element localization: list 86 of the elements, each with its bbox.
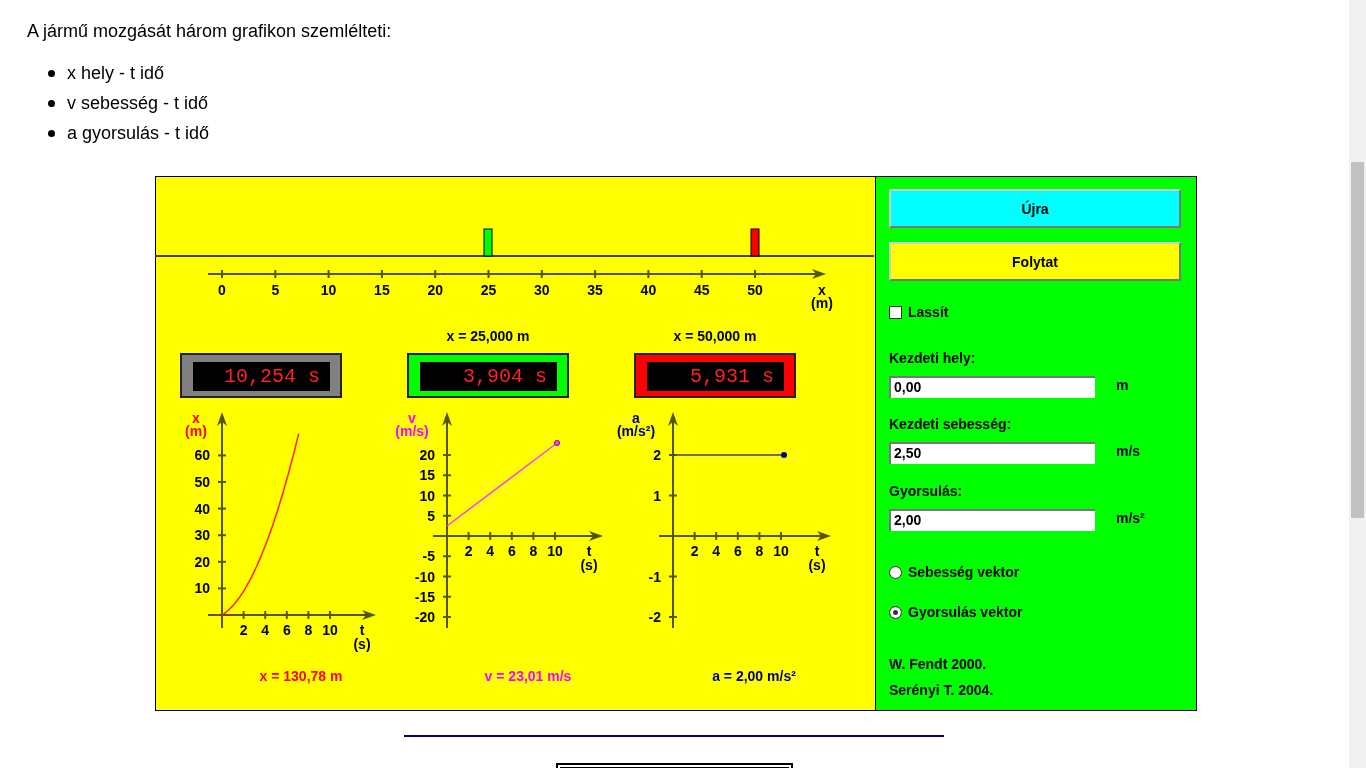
tick-label: 40 [640,282,657,298]
tick-label: 2 [464,543,473,559]
input-field: 0,00 [889,376,1095,398]
axis-label: (s) [580,557,598,573]
tick-label: 6 [733,543,742,559]
tick-label: 10 [320,282,337,298]
input-field: 2,00 [889,509,1095,531]
tick-label: 60 [194,447,210,464]
restart-button: Újra [889,189,1181,228]
intro-text: A jármű mozgását három grafikon szemlélteti: [27,20,392,42]
tick-label: 40 [194,500,210,517]
tick-label: 6 [507,543,516,559]
tick-label: 45 [693,282,710,298]
value-readout: a = 2,00 m/s² [712,668,796,684]
position-readout: x = 50,000 m [673,328,757,344]
field-label: Kezdeti sebesség: [889,416,1012,432]
timer-display: 3,904 s [407,353,569,398]
tick-label: 8 [304,622,313,638]
tick-label: -2 [648,609,661,625]
axis-label: x [818,282,826,298]
axis-label: x [192,410,200,426]
tick-label: -5 [422,548,435,565]
timer-display: 5,931 s [634,353,796,398]
tick-label: 15 [374,282,390,298]
tick-label: -15 [414,588,435,605]
axis-label: t [814,543,820,559]
tick-label: 4 [261,622,270,638]
tick-label: 10 [194,580,210,597]
axis-label: a [632,410,640,426]
tick-label: 2 [690,543,699,559]
axis-label: (s) [353,636,371,652]
axis-label: (m) [185,423,207,439]
value-readout: x = 130,78 m [259,668,343,684]
tick-label: 30 [194,527,210,544]
tick-label: 10 [322,622,338,638]
input-field: 2,50 [889,442,1095,464]
axis-label: t [586,543,592,559]
tick-label: 4 [712,543,721,559]
axis-label: (m/s²) [616,423,656,439]
tick-label: -20 [414,609,435,625]
radio-button: Sebesség vektor [889,563,1020,581]
tick-label: -10 [414,568,435,585]
axis-label: v [408,410,416,426]
tick-label: 50 [747,282,763,298]
tick-label: 6 [282,622,291,638]
tick-label: 15 [419,467,435,484]
unit-label: m/s² [1116,510,1145,526]
tick-label: 4 [486,543,495,559]
axis-label: t [359,622,365,638]
list-item: x hely - t idő [67,62,165,84]
tick-label: 20 [194,553,210,570]
tick-label: 10 [773,543,789,559]
tick-label: 10 [419,487,435,504]
list-item: a gyorsulás - t idő [67,122,210,144]
axis-label: (m) [811,295,833,311]
tick-label: 50 [194,474,210,490]
tick-label: 8 [755,543,764,559]
continue-button: Folytat [889,242,1181,281]
tick-label: 2 [239,622,248,638]
tick-label: 10 [547,543,563,559]
axis-label: (s) [808,557,826,573]
tick-label: 1 [653,487,661,504]
radio-button: Gyorsulás vektor [889,603,1023,621]
tick-label: -1 [648,568,661,585]
tick-label: 2 [653,447,661,463]
position-readout: x = 25,000 m [446,328,530,344]
axis-label: (m/s) [395,423,429,439]
field-label: Kezdeti hely: [889,350,976,366]
tick-label: 25 [480,282,497,298]
credit-text: W. Fendt 2000. [889,656,987,672]
tick-label: 20 [419,447,435,463]
tick-label: 35 [587,282,603,298]
tick-label: 8 [529,543,538,559]
checkbox: Lassít [889,303,949,321]
tick-label: 5 [427,507,435,524]
timer-display: 10,254 s [180,353,342,398]
tick-label: 20 [427,282,443,298]
tick-label: 0 [218,282,226,298]
unit-label: m/s [1116,443,1141,459]
unit-label: m [1116,377,1129,393]
list-item: v sebesség - t idő [67,92,209,114]
value-readout: v = 23,01 m/s [484,668,572,684]
credit-text: Serényi T. 2004. [889,682,994,698]
tick-label: 5 [271,282,280,298]
field-label: Gyorsulás: [889,483,963,499]
tick-label: 30 [534,282,550,298]
